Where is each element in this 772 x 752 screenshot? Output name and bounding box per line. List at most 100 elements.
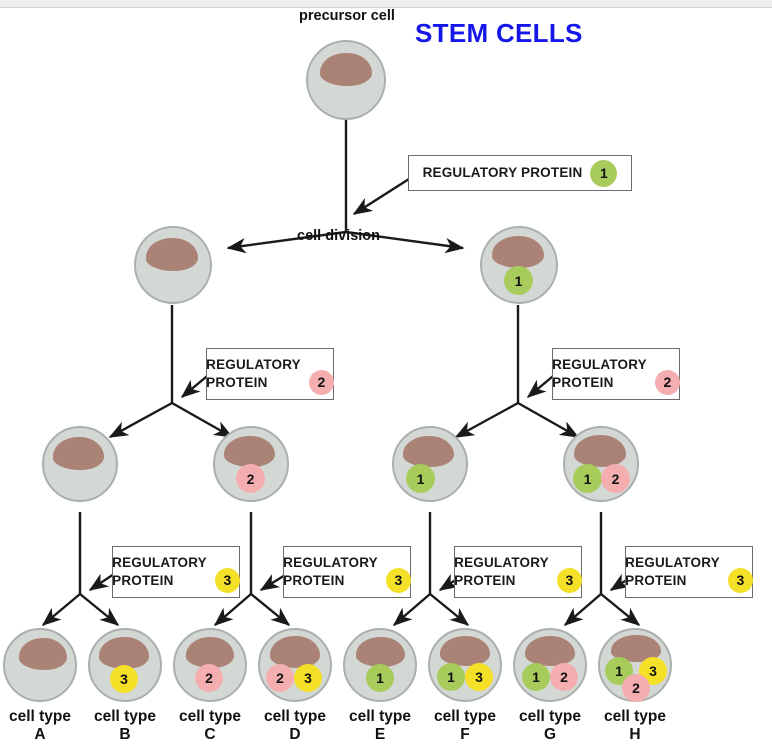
cell-type-label-g: cell type G: [505, 708, 595, 745]
regulatory-protein-box-3a[interactable]: REGULATORY PROTEIN 3: [112, 546, 240, 598]
precursor-cell-label: precursor cell: [299, 8, 395, 24]
protein-badge-3: 3: [214, 567, 240, 593]
cell-type-g: 1 2: [513, 628, 587, 702]
protein-marker-2: 2: [195, 664, 223, 692]
protein-marker-1: 1: [437, 663, 465, 691]
cell-gen2-b: 2: [213, 426, 289, 502]
cell-gen1-right: 1: [480, 226, 558, 304]
protein-badge-3: 3: [556, 567, 582, 593]
cell-type-a: [3, 628, 77, 702]
cell-type-label-text: cell type: [518, 708, 582, 725]
regulatory-protein-box-label: REGULATORY PROTEIN: [283, 554, 378, 590]
protein-marker-1: 1: [504, 266, 533, 295]
cell-gen1-left: [134, 226, 212, 304]
page-title: STEM CELLS: [415, 18, 583, 48]
protein-badge-3: 3: [385, 567, 411, 593]
regulatory-protein-box-1[interactable]: REGULATORY PROTEIN 1: [408, 155, 632, 191]
protein-badge-2: 2: [308, 369, 334, 395]
cell-division-label: cell division: [297, 228, 380, 244]
regulatory-protein-box-2b[interactable]: REGULATORY PROTEIN 2: [552, 348, 680, 400]
protein-marker-2: 2: [550, 663, 578, 691]
protein-marker-3: 3: [110, 665, 138, 693]
regulatory-protein-box-2a[interactable]: REGULATORY PROTEIN 2: [206, 348, 334, 400]
cell-type-letter: B: [119, 726, 131, 744]
cell-type-c: 2: [173, 628, 247, 702]
cell-type-label-e: cell type E: [335, 708, 425, 745]
cell-precursor: [306, 40, 386, 120]
protein-badge-3: 3: [727, 567, 753, 593]
cell-type-label-d: cell type D: [250, 708, 340, 745]
protein-marker-3: 3: [465, 663, 493, 691]
label-line-2: PROTEIN: [625, 573, 687, 588]
cell-type-letter: H: [629, 726, 641, 744]
nucleus-icon: [146, 238, 198, 271]
cell-type-letter: D: [289, 726, 301, 744]
label-line-2: PROTEIN: [206, 375, 268, 390]
cell-type-b: 3: [88, 628, 162, 702]
cell-type-letter: F: [460, 726, 470, 744]
cell-type-label-a: cell type A: [0, 708, 85, 745]
label-line-1: REGULATORY: [112, 554, 207, 570]
nucleus-icon: [440, 636, 490, 666]
protein-marker-3: 3: [639, 657, 667, 685]
protein-marker-2: 2: [266, 664, 294, 692]
cell-type-label-b: cell type B: [80, 708, 170, 745]
cell-type-letter: A: [34, 726, 46, 744]
label-line-1: REGULATORY: [454, 554, 549, 570]
regulatory-protein-box-label: REGULATORY PROTEIN: [552, 356, 647, 392]
top-strip: [0, 0, 772, 8]
cell-type-h: 1 3 2: [598, 628, 672, 702]
nucleus-icon: [525, 636, 575, 666]
regulatory-protein-box-3c[interactable]: REGULATORY PROTEIN 3: [454, 546, 582, 598]
cell-type-label-text: cell type: [263, 708, 327, 725]
protein-marker-1: 1: [573, 464, 602, 493]
protein-badge-2: 2: [654, 369, 680, 395]
cell-type-label-c: cell type C: [165, 708, 255, 745]
nucleus-icon: [53, 437, 104, 470]
protein-marker-2: 2: [622, 674, 650, 702]
cell-type-e: 1: [343, 628, 417, 702]
protein-marker-1: 1: [406, 464, 435, 493]
nucleus-icon: [403, 436, 454, 467]
regulatory-protein-box-3b[interactable]: REGULATORY PROTEIN 3: [283, 546, 411, 598]
protein-marker-1: 1: [366, 664, 394, 692]
label-line-1: REGULATORY: [283, 554, 378, 570]
regulatory-protein-box-label: REGULATORY PROTEIN: [422, 164, 583, 180]
protein-badge-1: 1: [590, 159, 618, 187]
cell-type-label-text: cell type: [178, 708, 242, 725]
label-line-2: PROTEIN: [552, 375, 614, 390]
nucleus-icon: [19, 638, 67, 670]
protein-marker-3: 3: [294, 664, 322, 692]
label-line-2: PROTEIN: [454, 573, 516, 588]
regulatory-protein-box-3d[interactable]: REGULATORY PROTEIN 3: [625, 546, 753, 598]
cell-type-label-text: cell type: [603, 708, 667, 725]
cell-type-label-text: cell type: [433, 708, 497, 725]
cell-type-d: 2 3: [258, 628, 332, 702]
label-line-1: REGULATORY: [552, 356, 647, 372]
protein-marker-1: 1: [522, 663, 550, 691]
cell-type-label-text: cell type: [93, 708, 157, 725]
cell-type-letter: G: [543, 726, 557, 744]
cell-type-letter: E: [374, 726, 386, 744]
cell-gen2-d: 1 2: [563, 426, 639, 502]
nucleus-icon: [186, 637, 234, 668]
cell-gen2-a: [42, 426, 118, 502]
regulatory-protein-box-label: REGULATORY PROTEIN: [625, 554, 720, 590]
cell-type-label-text: cell type: [348, 708, 412, 725]
nucleus-icon: [320, 53, 372, 86]
label-line-1: REGULATORY: [625, 554, 720, 570]
nucleus-icon: [270, 636, 320, 668]
nucleus-icon: [224, 436, 275, 467]
regulatory-protein-box-label: REGULATORY PROTEIN: [454, 554, 549, 590]
nucleus-icon: [492, 236, 544, 268]
label-line-1: REGULATORY: [206, 356, 301, 372]
cell-type-letter: C: [204, 726, 216, 744]
nucleus-icon: [99, 637, 149, 669]
nucleus-icon: [574, 435, 626, 467]
cell-type-f: 1 3: [428, 628, 502, 702]
cell-type-label-h: cell type H: [590, 708, 680, 745]
regulatory-protein-box-label: REGULATORY PROTEIN: [206, 356, 301, 392]
protein-marker-2: 2: [236, 464, 265, 493]
label-line-2: PROTEIN: [112, 573, 174, 588]
